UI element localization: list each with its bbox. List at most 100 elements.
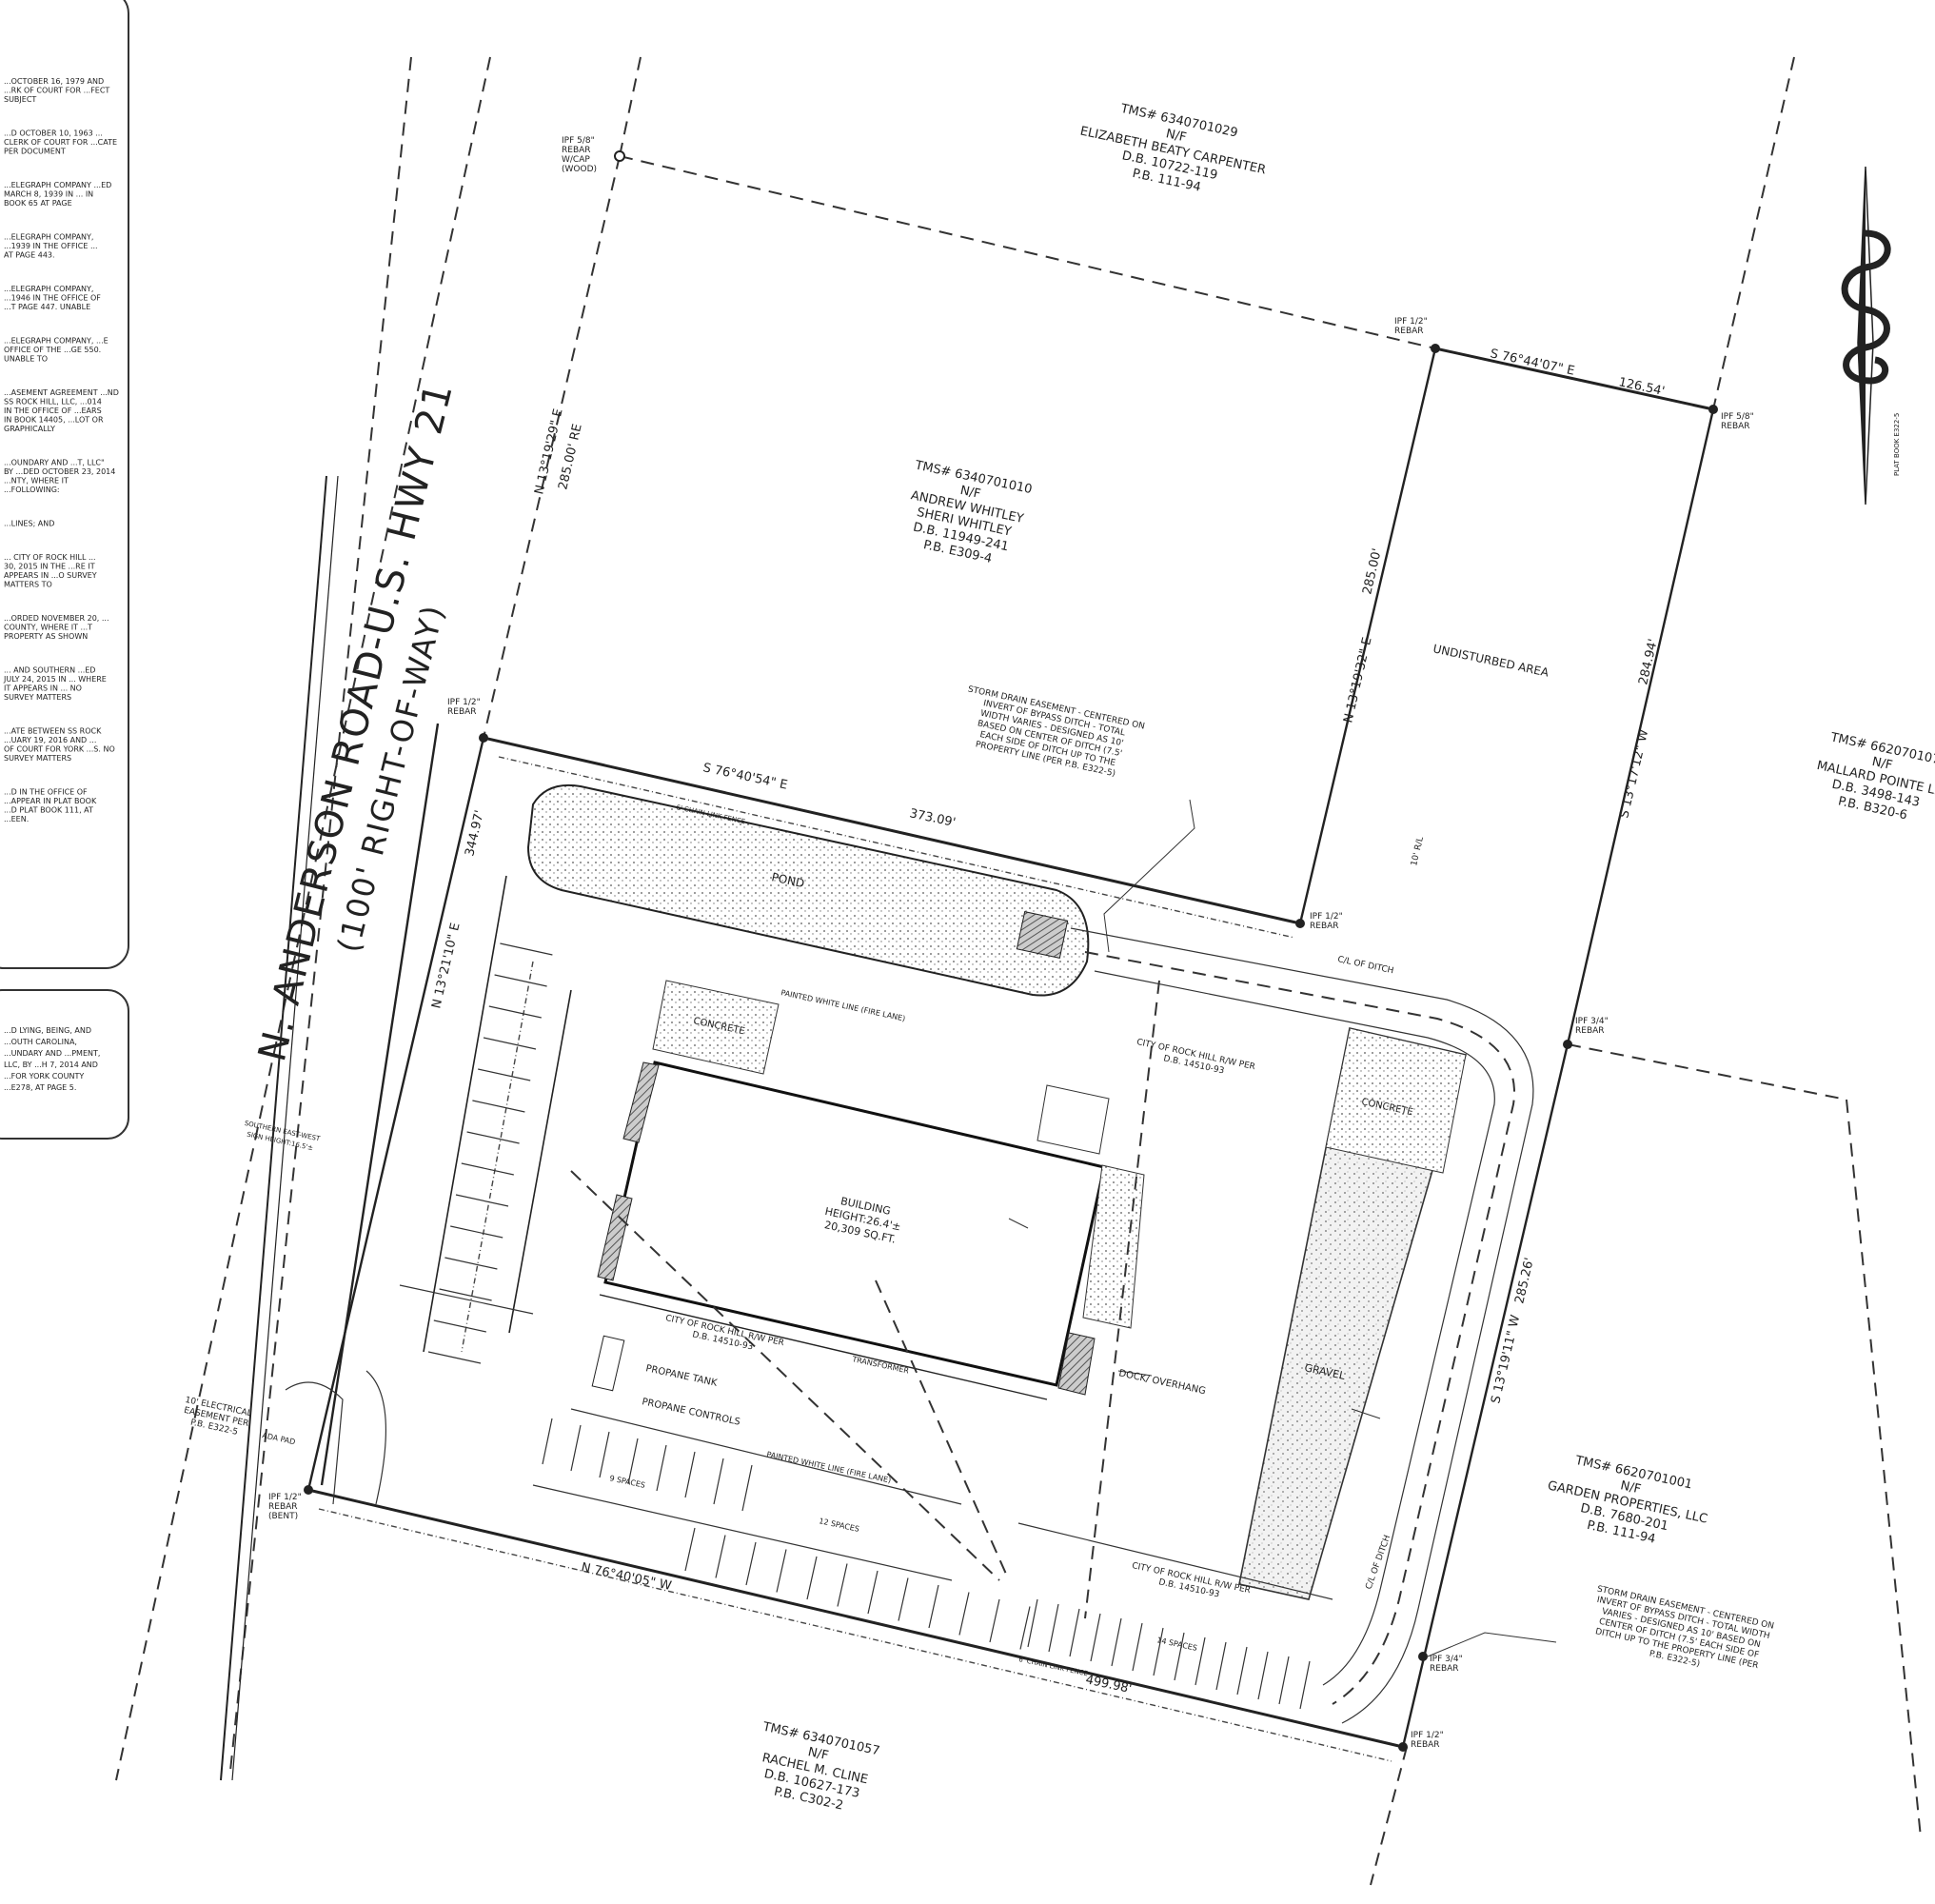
storm-easement-note-north: STORM DRAIN EASEMENT - CENTERED ONINVERT… [957, 684, 1146, 783]
general-note-line: ...ELEGRAPH COMPANY, ...E [4, 337, 109, 346]
electrical-easement-note: 10' ELECTRICALEASEMENT PERP.B. E322-5 [183, 1396, 252, 1438]
parking-lot [285, 875, 1333, 1710]
parking-stall-line [466, 1131, 520, 1144]
road-right-of-way [115, 56, 491, 1781]
parking-stall-line [806, 1556, 818, 1600]
general-note-line: ...ORDED NOVEMBER 20, ... [4, 614, 109, 623]
leader-lines [1008, 799, 1557, 1657]
concrete-pad-gravel-top [1325, 1027, 1467, 1174]
north-arrow-caption: PLAT BOOK E322-5 [1893, 413, 1901, 476]
pin-text-line: IPF 3/4" [1430, 1655, 1463, 1664]
legal-description-line: LLC, BY ...H 7, 2014 AND [4, 1061, 98, 1069]
parcel-south-label: TMS# 6340701057N/FRACHEL M. CLINED.B. 10… [760, 1719, 881, 1813]
parking-stall-line [439, 1288, 492, 1301]
painted-line-label: PAINTED WHITE LINE (FIRE LANE) [766, 1450, 892, 1485]
svg-text:STORM DRAIN EASEMENT - CENTERE: STORM DRAIN EASEMENT - CENTERED ONINVERT… [957, 684, 1146, 783]
general-note-line: ...NTY, WHERE IT [4, 477, 69, 486]
parcel-east-label: TMS# 662070107N/FMALLARD POINTE LLD.B. 3… [1815, 730, 1935, 823]
parking-stall-line [478, 1068, 531, 1081]
row-label: 10' R/L [1410, 836, 1426, 867]
parking-stall-line [1069, 1608, 1080, 1657]
building-entry-canopy-south [597, 1194, 633, 1281]
pin-text-line: IPF 5/8" [1721, 412, 1754, 422]
building [603, 1061, 1106, 1387]
parking-stall-line [713, 1458, 724, 1505]
general-note-line: ...OUNDARY AND ...T, LLC" [4, 459, 105, 467]
svg-text:TMS# 6620701001N/FGARDEN PROPE: TMS# 6620701001N/FGARDEN PROPERTIES, LLC… [1540, 1449, 1715, 1557]
bearing-west-line: N 13°21'10" E [429, 922, 463, 1010]
parking-stall-line [472, 1100, 525, 1113]
parking-stall-line [461, 1162, 514, 1176]
general-note: ...OUNDARY AND ...T, LLC"BY ...DED OCTOB… [4, 459, 115, 495]
city-row-note-3: CITY OF ROCK HILL R/W PERD.B. 14510-93 [1131, 1561, 1251, 1600]
general-note-line: ...UARY 19, 2016 AND ... [4, 736, 96, 744]
propane-controls-label: PROPANE CONTROLS [641, 1397, 740, 1428]
parking-stall-line [1153, 1627, 1164, 1676]
distance-north-line: 126.54' [1617, 375, 1666, 399]
svg-text:IPF 1/2"REBAR(BENT): IPF 1/2"REBAR(BENT) [268, 1493, 302, 1521]
general-note-line: ...1946 IN THE OFFICE OF [4, 294, 101, 303]
pin-text-line: REBAR [1721, 422, 1750, 431]
parcel-text-line: N/F [1165, 127, 1188, 145]
propane-tank-label: PROPANE TANK [644, 1363, 718, 1389]
parking-stall-line [1132, 1622, 1143, 1672]
general-note-line: COUNTY, WHERE IT ...T [4, 624, 92, 632]
parcel-whitley-label: TMS# 6340701010N/FANDREW WHITLEYSHERI WH… [897, 458, 1034, 571]
general-note-line: SS ROCK HILL, LLC, ...014 [4, 398, 102, 407]
svg-text:IPF 1/2"REBAR: IPF 1/2"REBAR [1411, 1731, 1444, 1750]
parking-stall-line [989, 1598, 1000, 1643]
parking-stall-line [1257, 1651, 1269, 1700]
pin-text-line: IPF 3/4" [1575, 1017, 1609, 1026]
pin-text-line: IPF 1/2" [1411, 1731, 1444, 1740]
legal-description-line: ...UNDARY AND ...PMENT, [4, 1049, 100, 1058]
parking-stall-line [1195, 1636, 1206, 1686]
parking-stall-line [494, 974, 547, 987]
svg-text:IPF 3/4"REBAR: IPF 3/4"REBAR [1575, 1017, 1609, 1036]
general-note-line: JULY 24, 2015 IN ... WHERE [3, 675, 107, 684]
parking-stall-line [776, 1549, 787, 1593]
pin-text-line: REBAR [1411, 1740, 1440, 1750]
parking-stall-line [1299, 1660, 1311, 1710]
pond [526, 783, 1090, 997]
general-note-line: 30, 2015 IN THE ...RE IT [4, 563, 95, 571]
svg-text:TMS# 6340701029N/FELIZABETH BE: TMS# 6340701029N/FELIZABETH BEATY CARPEN… [1073, 94, 1274, 208]
parcel-north-label: TMS# 6340701029N/FELIZABETH BEATY CARPEN… [1073, 94, 1274, 208]
parking-stall-line [1174, 1632, 1185, 1681]
svg-text:TMS# 6340701010N/FANDREW WHITL: TMS# 6340701010N/FANDREW WHITLEYSHERI WH… [897, 458, 1033, 571]
bearing-north-line: S 76°44'07" E [1489, 347, 1576, 378]
pin-text-line: IPF 1/2" [1394, 317, 1428, 327]
parking-stall-line [898, 1577, 909, 1621]
general-note-line: ...ATE BETWEEN SS ROCK [4, 727, 102, 736]
parking-stall-line [1090, 1613, 1101, 1662]
pin-text-line: (WOOD) [562, 165, 597, 174]
general-note-line: SUBJECT [4, 95, 36, 104]
southern-sign-note: SOUTHERN EAST-WESTSIGN HEIGHT:16.5'± [244, 1120, 322, 1152]
legal-description: ...D LYING, BEING, AND...OUTH CAROLINA,.… [4, 1026, 100, 1092]
parking-stall-line [1278, 1656, 1290, 1705]
distance-east-upper: 284.94' [1636, 638, 1661, 686]
city-row-note-1: CITY OF ROCK HILL R/W PERD.B. 14510-93 [1134, 1038, 1256, 1082]
general-note-line: IN THE OFFICE OF ...EARS [4, 407, 102, 415]
pin-text-line: W/CAP [562, 155, 590, 165]
general-note: ...D OCTOBER 10, 1963 ...CLERK OF COURT … [4, 129, 117, 156]
propane-tank [591, 1335, 625, 1392]
parking-stall-line [500, 942, 553, 956]
general-note: ...LINES; AND [4, 520, 54, 528]
parcel-text-line: N/F [1619, 1478, 1642, 1497]
parking-stall-line [1019, 1606, 1031, 1650]
general-note-line: ...APPEAR IN PLAT BOOK [4, 797, 97, 805]
parcel-text-line: N/F [958, 484, 981, 502]
ada-pad-label: ADA PAD [262, 1431, 297, 1446]
general-note: ...ATE BETWEEN SS ROCK...UARY 19, 2016 A… [4, 727, 115, 764]
svg-text:CITY OF ROCK HILL R/W PERD.B.: CITY OF ROCK HILL R/W PERD.B. 14510-93 [1134, 1038, 1256, 1082]
survey-pins [304, 150, 1718, 1752]
legal-description-line: ...FOR YORK COUNTY [4, 1072, 84, 1081]
pin-text-line: (BENT) [268, 1512, 298, 1521]
parking-stall-line [1027, 1598, 1038, 1648]
general-note-line: OFFICE OF THE ...GE 550. [4, 346, 101, 354]
